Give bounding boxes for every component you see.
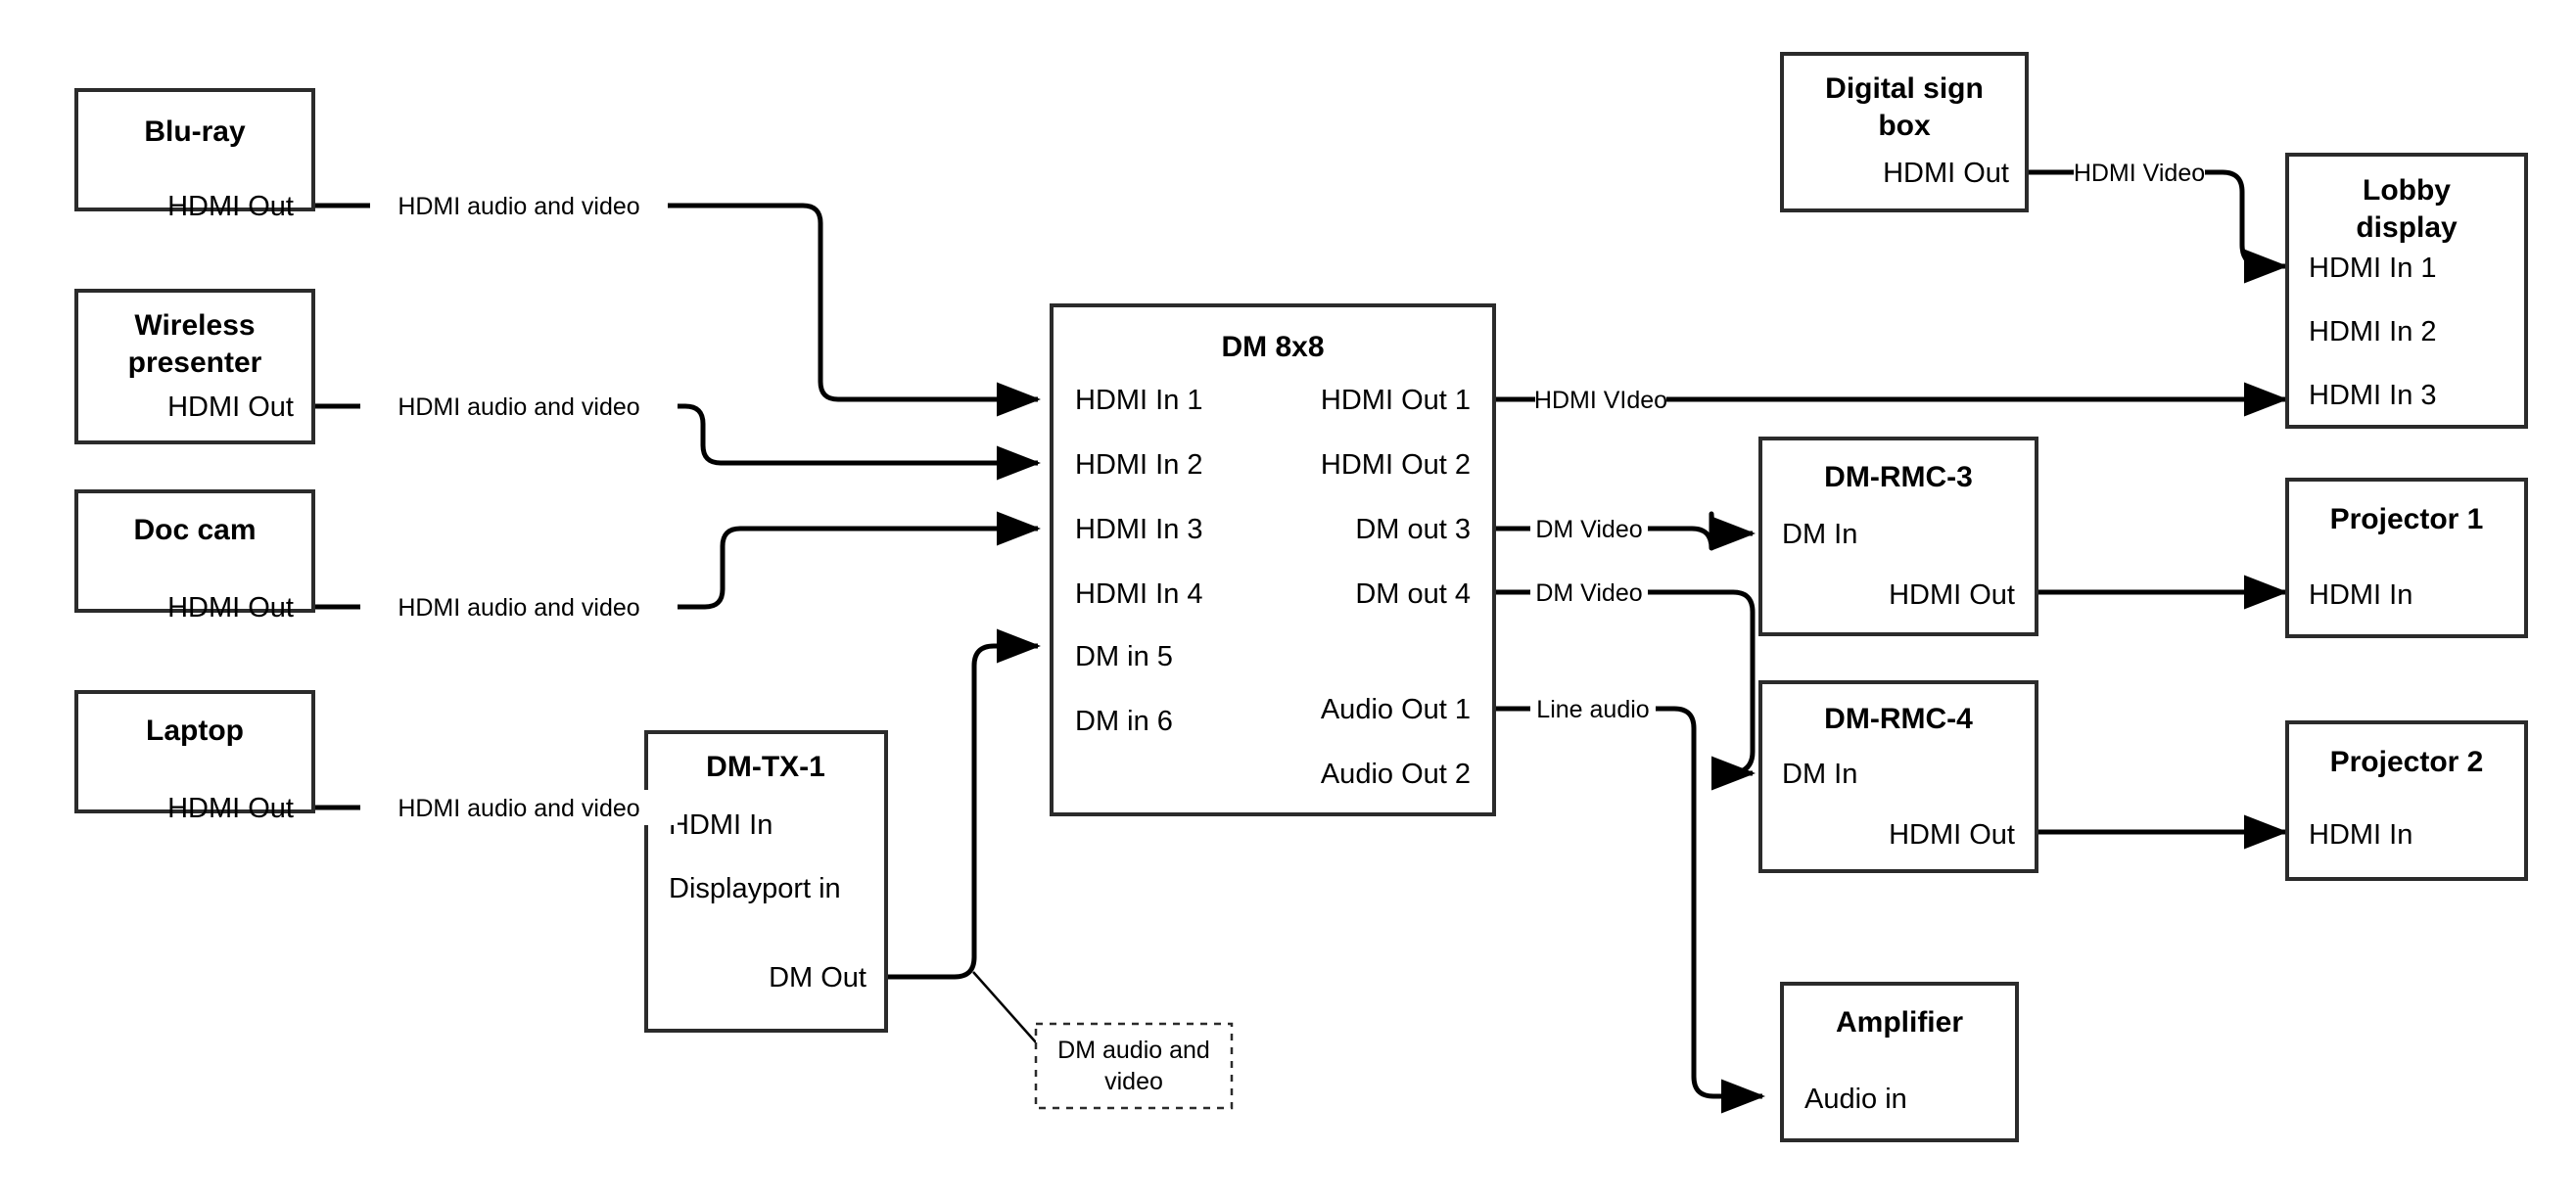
node-digital-sign-box-title-line2: box (1878, 110, 1931, 142)
node-dm-8x8-input-2: HDMI In 2 (1075, 449, 1203, 481)
note-dm-audio-and-video-box (1034, 1022, 1234, 1110)
node-dm-8x8-input-4: HDMI In 4 (1075, 578, 1203, 610)
node-dm-rmc-4-port-hdmi-out: HDMI Out (1889, 819, 2015, 851)
node-projector-1-port-hdmi-in: HDMI In (2309, 579, 2412, 611)
note-dm-audio-and-video-line2: video (1104, 1068, 1163, 1095)
node-wireless-presenter-title-line2: presenter (128, 346, 262, 379)
node-bluray-box[interactable] (74, 88, 315, 211)
node-dm-rmc-3[interactable]: DM-RMC-3 DM In HDMI Out (1758, 437, 2038, 636)
edge-label-dm8x8-dmout3-to-rmc3: DM Video (1535, 516, 1642, 543)
node-dm-8x8-output-6: Audio Out 2 (1321, 759, 1471, 790)
node-wireless-presenter-box[interactable] (74, 289, 315, 444)
node-laptop-box[interactable] (74, 690, 315, 813)
node-dm-8x8-input-6: DM in 6 (1075, 706, 1173, 737)
node-dm-rmc-4[interactable]: DM-RMC-4 DM In HDMI Out (1758, 680, 2038, 873)
node-dm-tx-1-port-displayport-in: Displayport in (669, 873, 841, 904)
node-bluray-title: Blu-ray (144, 115, 246, 148)
wire-dm8x8-audioout1-to-amplifier (1493, 706, 1766, 1114)
node-lobby-display-box[interactable] (2285, 153, 2528, 429)
wire-doccam-to-dm8x8 (313, 511, 1042, 610)
edge-label-doccam-to-dm8x8: HDMI audio and video (398, 594, 639, 622)
node-dm-rmc-3-title: DM-RMC-3 (1824, 461, 1973, 493)
note-dm-audio-and-video: DM audio and video (1034, 1022, 1234, 1110)
node-lobby-display[interactable]: Lobby display HDMI In 1 HDMI In 2 HDMI I… (2285, 153, 2528, 429)
node-wireless-presenter-title-line1: Wireless (134, 309, 255, 342)
wire-bluray-to-dm8x8 (313, 203, 1042, 417)
node-wireless-presenter[interactable]: Wireless presenter HDMI Out (74, 289, 315, 444)
edge-label-laptop-to-dmtx1: HDMI audio and video (398, 795, 639, 822)
edge-labels: HDMI audio and video HDMI audio and vide… (360, 155, 2205, 825)
node-dm-rmc-3-box[interactable] (1758, 437, 2038, 636)
node-amplifier-box[interactable] (1780, 982, 2019, 1142)
node-dm-8x8-title: DM 8x8 (1221, 331, 1324, 363)
wire-dm8x8-dmout4-to-rmc4 (1493, 589, 1756, 791)
node-laptop[interactable]: Laptop HDMI Out (74, 690, 315, 824)
node-dm-tx-1-box[interactable] (644, 730, 888, 1033)
node-amplifier-title: Amplifier (1836, 1006, 1963, 1039)
wire-dmtx1-to-dm8x8 (866, 628, 1042, 1043)
node-digital-sign-box-port-hdmi-out: HDMI Out (1883, 158, 2009, 189)
node-dm-8x8-input-1: HDMI In 1 (1075, 385, 1203, 416)
node-doccam-port-hdmi-out: HDMI Out (167, 592, 294, 624)
node-amplifier[interactable]: Amplifier Audio in (1780, 982, 2019, 1142)
node-projector-1-title: Projector 1 (2330, 503, 2484, 535)
node-lobby-display-title-line1: Lobby (2363, 174, 2451, 207)
node-dm-tx-1-port-hdmi-in: HDMI In (669, 809, 773, 841)
node-lobby-display-input-2: HDMI In 2 (2309, 316, 2437, 347)
node-doccam[interactable]: Doc cam HDMI Out (74, 489, 315, 624)
node-projector-1[interactable]: Projector 1 HDMI In (2285, 478, 2528, 638)
node-amplifier-port-audio-in: Audio in (1804, 1084, 1907, 1115)
node-wireless-presenter-port-hdmi-out: HDMI Out (167, 392, 294, 423)
node-dm-8x8-output-4: DM out 4 (1355, 578, 1471, 610)
wire-wireless-to-dm8x8 (313, 403, 1042, 481)
node-laptop-title: Laptop (146, 715, 244, 747)
node-digital-sign-box-box[interactable] (1780, 52, 2029, 212)
node-dm-8x8-input-5: DM in 5 (1075, 641, 1173, 672)
node-projector-1-box[interactable] (2285, 478, 2528, 638)
node-lobby-display-input-3: HDMI In 3 (2309, 380, 2437, 411)
node-lobby-display-title-line2: display (2356, 211, 2458, 244)
node-dm-8x8-box[interactable] (1050, 303, 1496, 816)
node-dm-8x8[interactable]: DM 8x8 HDMI In 1 HDMI In 2 HDMI In 3 HDM… (1050, 303, 1496, 816)
wire-digitalsign-to-lobby (2027, 169, 2289, 284)
node-doccam-title: Doc cam (133, 514, 256, 546)
edge-label-dm8x8-audioout1-to-amplifier: Line audio (1536, 696, 1649, 723)
node-dm-rmc-4-title: DM-RMC-4 (1824, 703, 1973, 735)
node-projector-2[interactable]: Projector 2 HDMI In (2285, 720, 2528, 881)
node-doccam-box[interactable] (74, 489, 315, 613)
edge-label-dm8x8-hdmiout1-to-lobby: HDMI VIdeo (1534, 387, 1667, 414)
node-laptop-port-hdmi-out: HDMI Out (167, 793, 294, 824)
node-projector-2-title: Projector 2 (2330, 746, 2484, 778)
node-dm-rmc-3-port-hdmi-out: HDMI Out (1889, 579, 2015, 611)
node-dm-8x8-output-1: HDMI Out 1 (1321, 385, 1471, 416)
edge-label-bluray-to-dm8x8: HDMI audio and video (398, 193, 639, 220)
node-dm-tx-1-port-dm-out: DM Out (769, 962, 866, 993)
edge-label-dm8x8-dmout4-to-rmc4: DM Video (1535, 579, 1642, 607)
node-projector-2-box[interactable] (2285, 720, 2528, 881)
node-digital-sign-box[interactable]: Digital sign box HDMI Out (1780, 52, 2029, 212)
node-dm-rmc-3-port-dm-in: DM In (1782, 519, 1857, 550)
node-dm-tx-1[interactable]: DM-TX-1 HDMI In Displayport in DM Out (644, 730, 888, 1033)
node-dm-8x8-output-5: Audio Out 1 (1321, 694, 1471, 725)
node-dm-8x8-output-3: DM out 3 (1355, 514, 1471, 545)
node-digital-sign-box-title-line1: Digital sign (1825, 72, 1984, 105)
node-dm-rmc-4-port-dm-in: DM In (1782, 759, 1857, 790)
edge-label-wireless-to-dm8x8: HDMI audio and video (398, 393, 639, 421)
node-bluray-port-hdmi-out: HDMI Out (167, 191, 294, 222)
node-dm-tx-1-title: DM-TX-1 (706, 751, 825, 783)
node-bluray[interactable]: Blu-ray HDMI Out (74, 88, 315, 222)
edge-label-digitalsign-to-lobby: HDMI Video (2074, 160, 2205, 187)
node-dm-8x8-output-2: HDMI Out 2 (1321, 449, 1471, 481)
note-dm-audio-and-video-line1: DM audio and (1057, 1037, 1210, 1064)
wire-dm8x8-dmout3-to-rmc3 (1493, 511, 1756, 551)
node-lobby-display-input-1: HDMI In 1 (2309, 253, 2437, 284)
node-dm-rmc-4-box[interactable] (1758, 680, 2038, 873)
node-dm-8x8-input-3: HDMI In 3 (1075, 514, 1203, 545)
node-projector-2-port-hdmi-in: HDMI In (2309, 819, 2412, 851)
